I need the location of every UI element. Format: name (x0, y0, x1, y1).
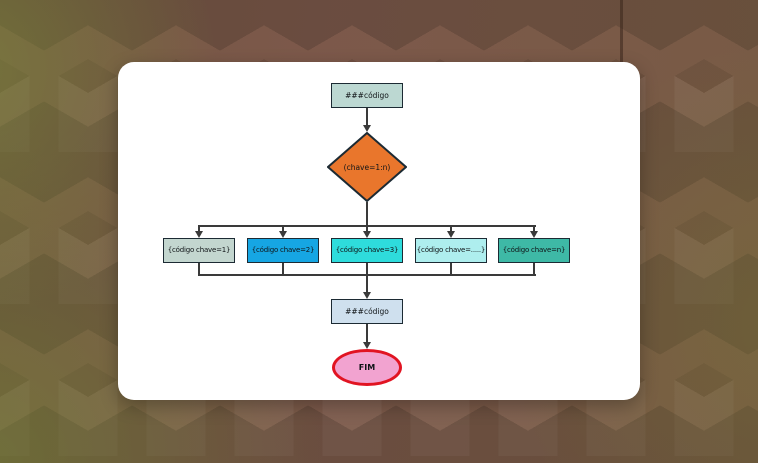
end-node: FIM (332, 349, 402, 386)
branch-node-4: {código chave=.....} (415, 238, 487, 263)
branch-node-5-label: {código chave=n} (502, 246, 566, 254)
flowchart-card: ###código (chave=1:n) {código chave=1} {… (118, 62, 640, 400)
connector-merge-bar (199, 274, 536, 276)
arrowhead-into-decision (363, 125, 371, 132)
connector-branch-2-in (282, 225, 284, 232)
connector-branch-4-in (450, 225, 452, 232)
end-node-label: FIM (358, 363, 376, 372)
arrowhead-branch-4 (447, 231, 455, 238)
connector-branch-2-out (282, 263, 284, 276)
background-vertical-line (620, 0, 623, 64)
branch-node-2-label: {código chave=2} (251, 246, 315, 254)
branch-node-1-label: {código chave=1} (167, 246, 231, 254)
connector-branch-3-in (366, 225, 368, 232)
branch-node-3: {código chave=3} (331, 238, 403, 263)
branch-node-3-label: {código chave=3} (335, 246, 399, 254)
branch-node-5: {código chave=n} (498, 238, 570, 263)
connector-decision-down (366, 202, 368, 225)
connector-branch-3-out (366, 263, 368, 276)
connector-start-decision (366, 108, 368, 126)
arrowhead-into-merge (363, 292, 371, 299)
arrowhead-into-end (363, 342, 371, 349)
arrowhead-branch-3 (363, 231, 371, 238)
connector-branch-5-out (533, 263, 535, 276)
connector-into-merge (366, 276, 368, 292)
merge-node: ###código (331, 299, 403, 324)
arrowhead-branch-1 (195, 231, 203, 238)
decision-node-label: (chave=1:n) (343, 162, 391, 172)
decision-diamond-shape (327, 132, 407, 202)
branch-node-2: {código chave=2} (247, 238, 319, 263)
merge-node-label: ###código (345, 306, 389, 316)
branch-node-4-label: {código chave=.....} (416, 246, 486, 254)
connector-branch-1-out (198, 263, 200, 276)
decision-node (327, 132, 407, 202)
connector-merge-end (366, 324, 368, 342)
start-node: ###código (331, 83, 403, 108)
arrowhead-branch-2 (279, 231, 287, 238)
start-node-label: ###código (345, 90, 389, 100)
connector-branch-1-in (198, 225, 200, 232)
branch-node-1: {código chave=1} (163, 238, 235, 263)
arrowhead-branch-5 (530, 231, 538, 238)
connector-branch-5-in (533, 225, 535, 232)
connector-branch-4-out (450, 263, 452, 276)
